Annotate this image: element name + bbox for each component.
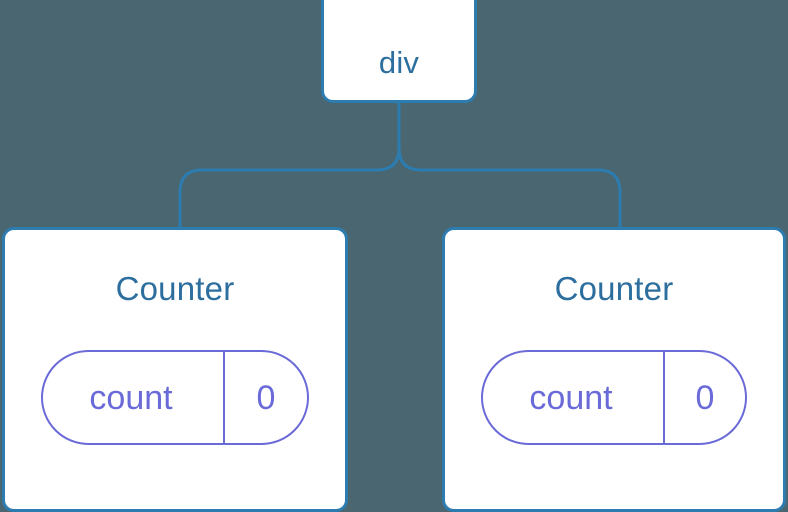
state-pill-left: count 0 [41,350,309,445]
node-counter-left-label: Counter [115,270,235,307]
node-counter-right-label: Counter [554,270,674,307]
state-pill-right: count 0 [481,350,747,445]
state-key-right: count [483,352,665,443]
state-value-left: 0 [256,378,276,417]
state-value-right: 0 [695,378,715,417]
state-key-left: count [43,352,225,443]
node-div-label: div [378,45,420,80]
connector-root-to-right-child [397,101,622,230]
connector-root-to-left-child [178,101,401,230]
node-counter-right[interactable]: Counter count 0 [442,227,786,512]
node-counter-left[interactable]: Counter count 0 [2,227,348,512]
node-div[interactable]: div [321,0,477,103]
